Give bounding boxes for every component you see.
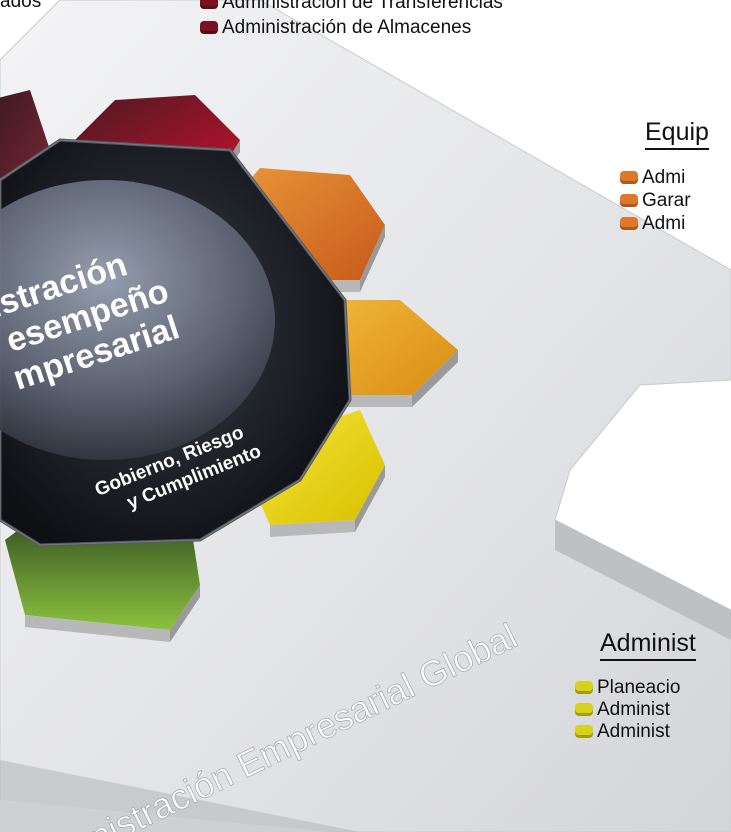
legend-swatch-icon bbox=[620, 217, 638, 230]
legend-swatch-icon bbox=[200, 0, 218, 9]
group-heading: Administ bbox=[600, 629, 696, 661]
group-item-label: Administ bbox=[597, 699, 670, 720]
group-item: Planeacio bbox=[575, 677, 680, 698]
legend-swatch-icon bbox=[620, 171, 638, 184]
hub-lens bbox=[0, 180, 275, 460]
group-item: Administ bbox=[575, 721, 670, 742]
group-item-label: Garar bbox=[642, 190, 691, 211]
top-left-fragment-text: ados bbox=[0, 0, 42, 12]
group-heading: Equip bbox=[645, 118, 709, 150]
top-list-item-label: Administración de Almacenes bbox=[222, 17, 472, 38]
hexagon-amber bbox=[330, 300, 458, 407]
legend-swatch-icon bbox=[575, 725, 593, 738]
legend-swatch-icon bbox=[575, 681, 593, 694]
hub bbox=[0, 138, 352, 547]
hub-title: istración esempeño mpresarial bbox=[0, 245, 184, 397]
legend-swatch-icon bbox=[200, 21, 218, 34]
legend-swatch-icon bbox=[575, 703, 593, 716]
top-list-item: Administración de Almacenes bbox=[200, 17, 471, 38]
group-item: Admi bbox=[620, 213, 685, 234]
group-item-label: Administ bbox=[597, 721, 670, 742]
top-left-fragment: ados bbox=[0, 0, 41, 12]
group-item: Admi bbox=[620, 167, 685, 188]
group-item-label: Admi bbox=[642, 213, 686, 234]
legend-swatch-icon bbox=[620, 194, 638, 207]
group-item: Garar bbox=[620, 190, 691, 211]
top-list-item: Administración de Transferencias bbox=[200, 0, 503, 13]
group-item-label: Planeacio bbox=[597, 677, 681, 698]
top-list-item-label: Administración de Transferencias bbox=[222, 0, 503, 13]
group-item: Administ bbox=[575, 699, 670, 720]
group-item-label: Admi bbox=[642, 167, 686, 188]
